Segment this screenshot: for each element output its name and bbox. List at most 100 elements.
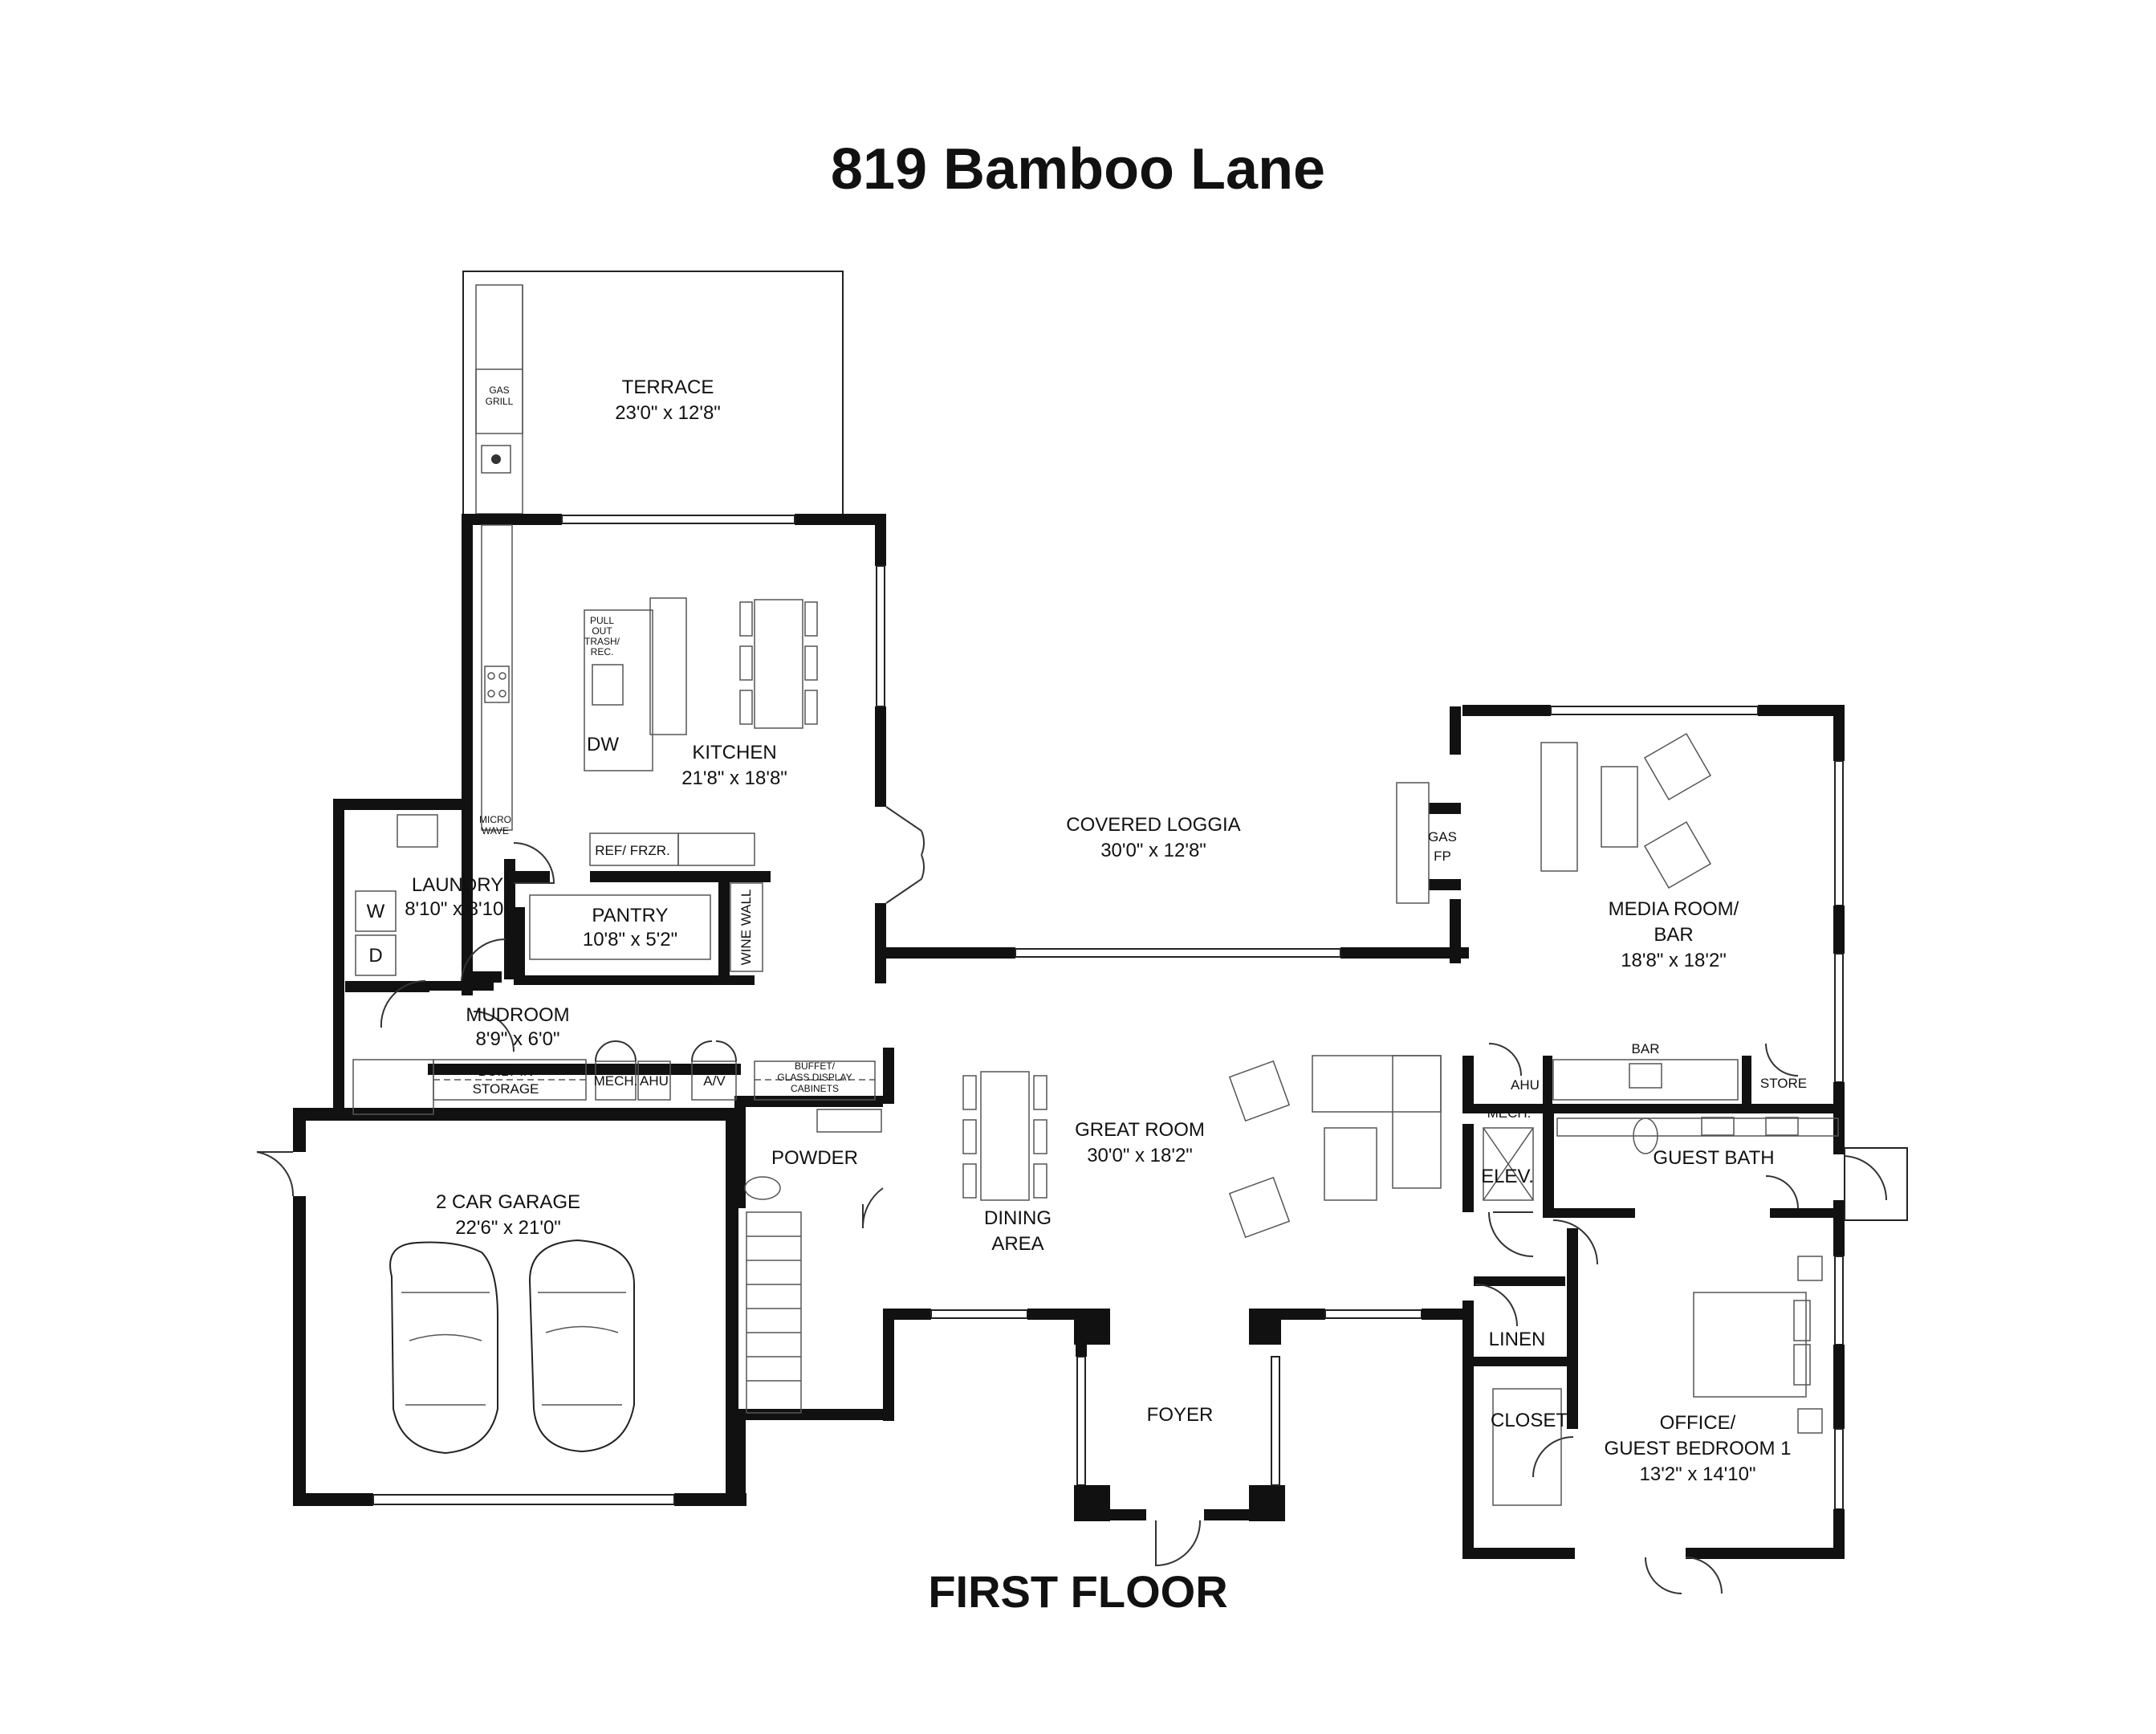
buffet-label-1: BUFFET/ [795, 1060, 836, 1072]
microwave-label-2: WAVE [482, 825, 509, 836]
pull-out-label-3: TRASH/ [584, 636, 620, 647]
terrace-sink-icon [481, 445, 511, 474]
gas-fp-label-2: FP [1434, 849, 1451, 864]
gas-fp-label-1: GAS [1428, 829, 1457, 845]
mudroom-dims: 8'9" x 6'0" [476, 1028, 560, 1050]
laundry-sink-icon [397, 814, 438, 848]
kitchen-table [754, 599, 803, 729]
dishwasher-label: DW [587, 734, 619, 755]
garage-cars [389, 1239, 635, 1455]
kitchen-sink-icon [592, 664, 624, 706]
foyer-name: FOYER [1147, 1404, 1214, 1426]
ahu-label-2: AHU [1511, 1077, 1540, 1093]
loggia-name: COVERED LOGGIA [1066, 814, 1240, 836]
great-room-dims: 30'0" x 18'2" [1087, 1145, 1193, 1166]
car-icon [389, 1241, 498, 1455]
gas-grill-label-1: GAS [489, 385, 509, 396]
pantry-shelf [529, 894, 711, 960]
pantry-name: PANTRY [592, 905, 668, 926]
store-label: STORE [1760, 1076, 1807, 1091]
mech-label-2: MECH. [1487, 1105, 1532, 1121]
doors [256, 806, 1908, 1594]
elevator-name: ELEV. [1481, 1166, 1534, 1187]
cooktop-icon [484, 666, 510, 703]
dining-name-2: AREA [991, 1233, 1043, 1255]
coffee-table [1324, 1127, 1377, 1201]
office-name-1: OFFICE/ [1660, 1412, 1736, 1434]
linen-name: LINEN [1489, 1329, 1546, 1350]
washer-label: W [367, 901, 385, 922]
floor-label: FIRST FLOOR [928, 1566, 1228, 1617]
garage-name: 2 CAR GARAGE [436, 1191, 580, 1213]
laundry-fixtures [352, 814, 876, 1115]
fireplace [1396, 782, 1430, 904]
washer-icon [355, 890, 397, 932]
dryer-label: D [368, 945, 382, 967]
chair [739, 601, 753, 637]
media-table [1601, 766, 1638, 848]
wine-wall-label: WINE WALL [738, 889, 754, 966]
sofa [1312, 1055, 1442, 1113]
closet-name: CLOSET [1491, 1410, 1568, 1431]
powder-sink-icon [816, 1109, 882, 1133]
gas-grill-label-2: GRILL [486, 396, 514, 407]
pantry-dims: 10'8" x 5'2" [583, 929, 677, 950]
built-in-label-2: STORAGE [473, 1081, 539, 1097]
guest-bath-name: GUEST BATH [1653, 1147, 1774, 1169]
laundry-name: LAUNDRY [412, 874, 503, 896]
elevator-car [1483, 1127, 1534, 1201]
bed [1693, 1292, 1807, 1398]
buffet-cabinets [754, 1060, 876, 1101]
media-name-2: BAR [1654, 924, 1693, 946]
car-icon-2 [528, 1239, 635, 1453]
terrace-name: TERRACE [622, 377, 714, 398]
vanity [1556, 1117, 1839, 1137]
ahu-label: AHU [640, 1073, 669, 1089]
great-room-furniture [962, 732, 1839, 1506]
bar-counter [1552, 1059, 1739, 1101]
toilet-icon [744, 1176, 781, 1200]
kitchen-fixtures [481, 524, 818, 972]
great-room-name: GREAT ROOM [1075, 1119, 1205, 1141]
kitchen-name: KITCHEN [692, 742, 776, 763]
mech-label: MECH. [594, 1073, 638, 1089]
stairs-down [352, 1059, 434, 1115]
toilet-icon-2 [1633, 1117, 1658, 1154]
powder-name: POWDER [771, 1147, 858, 1169]
buffet-label-3: CABINETS [791, 1083, 839, 1094]
terrace-dims: 23'0" x 12'8" [615, 402, 721, 424]
av-label: A/V [703, 1073, 726, 1089]
pull-out-label-4: REC. [591, 646, 614, 657]
loggia-dims: 30'0" x 12'8" [1100, 840, 1206, 861]
pull-out-label-1: PULL [590, 615, 614, 626]
powder-fixtures [744, 1109, 882, 1414]
pull-out-label-2: OUT [592, 625, 612, 637]
bar-sink-icon [1629, 1063, 1662, 1089]
armchair [1228, 1060, 1291, 1122]
media-dims: 18'8" x 18'2" [1621, 950, 1727, 971]
buffet-label-2: GLASS DISPLAY [777, 1072, 852, 1083]
media-sofa [1540, 742, 1578, 872]
media-name-1: MEDIA ROOM/ [1609, 898, 1739, 920]
dining-name-1: DINING [984, 1207, 1052, 1229]
stairs [746, 1211, 802, 1414]
built-in-label-1: BUILT-IN [478, 1064, 534, 1079]
mudroom-name: MUDROOM [466, 1004, 569, 1026]
microwave-label-1: MICRO [479, 814, 511, 825]
wine-wall [730, 882, 763, 972]
garage-dims: 22'6" x 21'0" [455, 1217, 561, 1239]
bar-label: BAR [1632, 1041, 1660, 1056]
office-dims: 13'2" x 14'10" [1640, 1463, 1756, 1485]
kitchen-dims: 21'8" x 18'8" [681, 767, 787, 789]
walls [293, 514, 1845, 1559]
office-name-2: GUEST BEDROOM 1 [1605, 1438, 1792, 1459]
plan-title: 819 Bamboo Lane [830, 137, 1326, 201]
closet-shelf [1492, 1388, 1562, 1506]
room-labels: TERRACE 23'0" x 12'8" KITCHEN 21'8" x 18… [405, 377, 1791, 1485]
fixture-labels: GAS GRILL PULL OUT TRASH/ REC. DW MICRO … [367, 385, 1807, 1121]
refrigerator-label: REF/ FRZR. [595, 843, 670, 858]
dryer-icon [355, 934, 397, 976]
laundry-dims: 8'10" x 8'10" [405, 898, 511, 920]
dining-table [980, 1071, 1030, 1201]
